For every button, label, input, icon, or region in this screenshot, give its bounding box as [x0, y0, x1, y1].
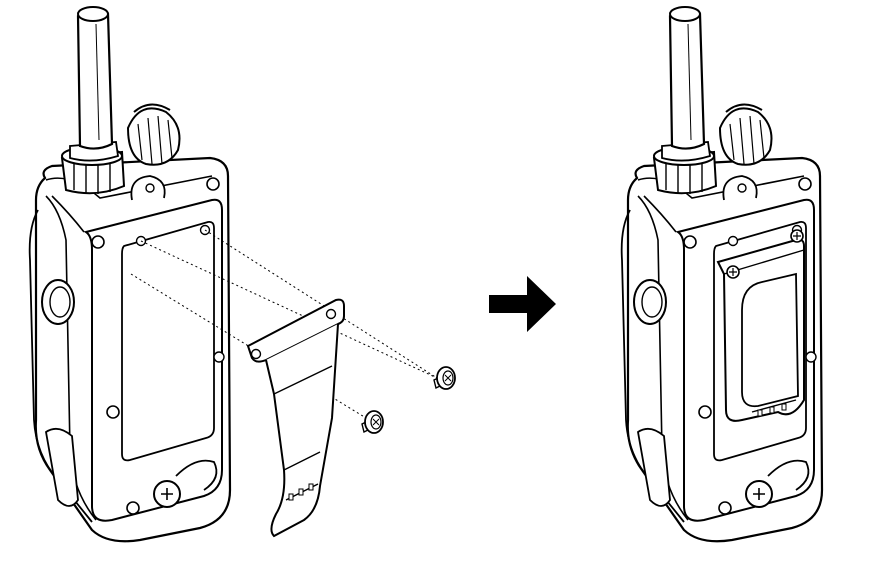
belt-clip: [246, 298, 345, 538]
radio-before: [28, 5, 232, 543]
belt-clip-attached: [716, 229, 805, 422]
right-arrow-icon: [489, 276, 556, 332]
screw-upper: [433, 366, 456, 390]
screw-lower: [361, 410, 384, 434]
radio-after: [620, 5, 824, 543]
alignment-guides: [130, 229, 438, 419]
